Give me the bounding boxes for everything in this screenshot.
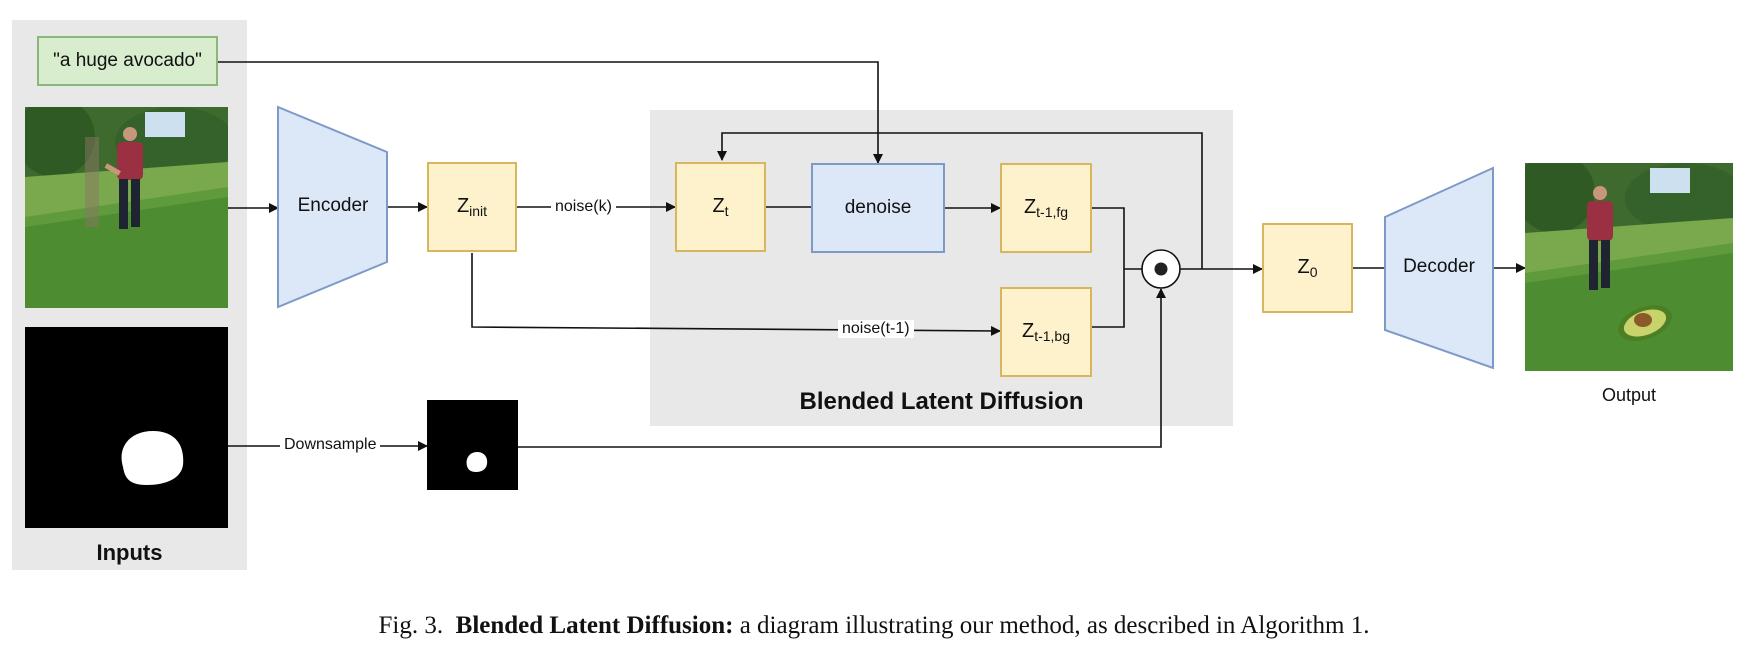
caption-rest: a diagram illustrating our method, as de… <box>739 612 1370 639</box>
z-fg-main: Z <box>1023 196 1037 218</box>
encoder-shape <box>277 105 388 309</box>
prompt-box: "a huge avocado" <box>37 36 218 86</box>
z-fg-sub: t-1,fg <box>1036 204 1069 220</box>
z-init-main: Z <box>456 195 470 217</box>
z-t-sub: t <box>724 203 729 219</box>
decoder-shape <box>1384 166 1494 370</box>
z-t-box: Zt <box>675 162 766 252</box>
encoder-label: Encoder <box>297 195 369 216</box>
z-0-sub: 0 <box>1309 264 1318 280</box>
inputs-label: Inputs <box>96 540 163 565</box>
caption-bold: Blended Latent Diffusion: <box>455 612 734 639</box>
downsampled-mask <box>427 400 518 490</box>
z-t-main: Z <box>712 195 725 217</box>
decoder-label: Decoder <box>1403 256 1475 277</box>
prompt-text: "a huge avocado" <box>53 50 202 71</box>
noise-t1-label: noise(t-1) <box>838 320 914 338</box>
denoise-label: denoise <box>844 197 912 218</box>
blended-latent-diffusion-title: Blended Latent Diffusion <box>799 388 1084 415</box>
output-photo <box>1525 163 1733 371</box>
output-label: Output <box>1601 385 1657 405</box>
z-init-sub: init <box>469 203 488 219</box>
z-bg-main: Z <box>1021 320 1035 342</box>
input-mask <box>25 327 228 528</box>
z-bg-sub: t-1,bg <box>1034 328 1071 344</box>
denoise-box: denoise <box>811 163 945 253</box>
z-fg-box: Zt-1,fg <box>1000 163 1092 253</box>
downsample-label: Downsample <box>280 436 381 454</box>
noise-k-label: noise(k) <box>551 198 616 216</box>
caption-prefix: Fig. 3. <box>378 612 444 639</box>
input-photo <box>25 107 228 308</box>
z-0-main: Z <box>1297 256 1310 278</box>
z-0-box: Z0 <box>1262 223 1353 313</box>
figure-caption: Fig. 3. Blended Latent Diffusion: a diag… <box>0 612 1748 640</box>
z-bg-box: Zt-1,bg <box>1000 287 1092 377</box>
z-init-box: Zinit <box>427 162 517 252</box>
